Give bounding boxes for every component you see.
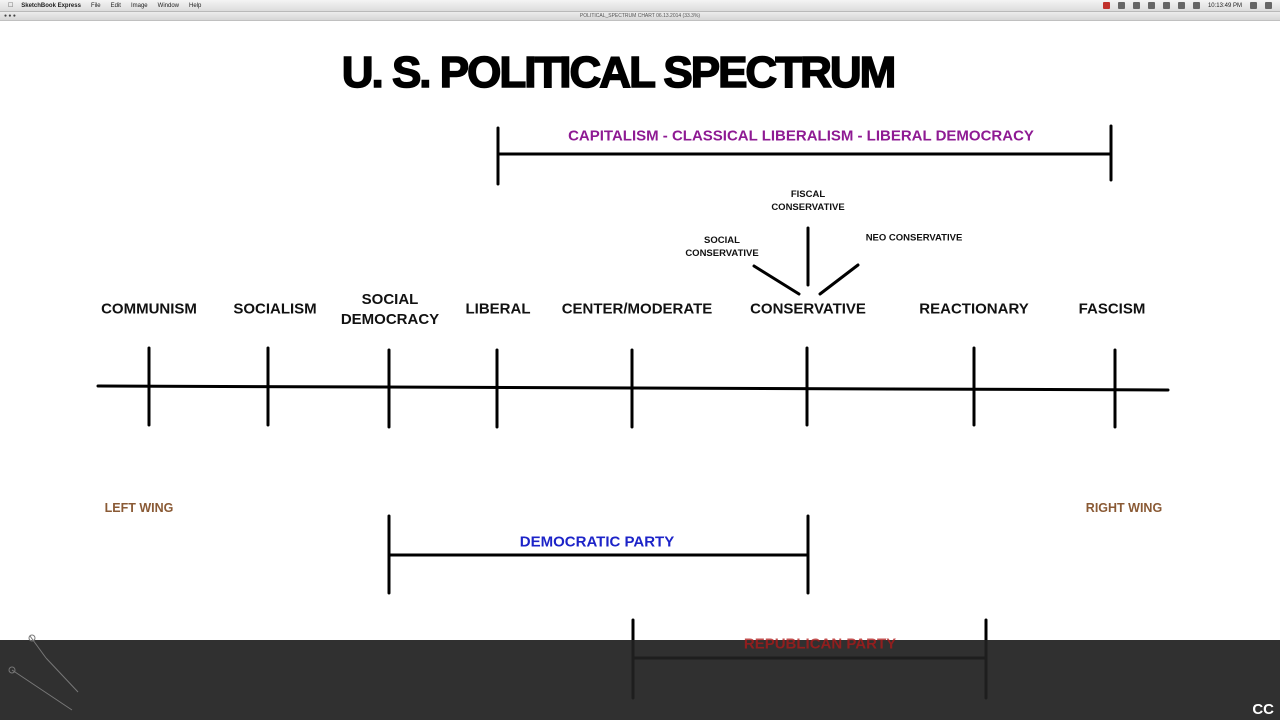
toolbox-icon[interactable]: [2, 630, 97, 720]
captions-button[interactable]: CC: [1252, 701, 1274, 718]
battery-icon[interactable]: [1192, 2, 1200, 9]
spotlight-icon[interactable]: [1250, 2, 1257, 9]
search-icon[interactable]: [1117, 2, 1125, 9]
diagram-lines: [96, 124, 1170, 700]
record-icon[interactable]: [1102, 2, 1110, 9]
menu-window[interactable]: Window: [152, 2, 179, 9]
democratic-party-label: DEMOCRATIC PARTY: [519, 533, 675, 551]
video-control-bar[interactable]: CC: [0, 640, 1280, 720]
ideology-fascism: FASCISM: [1078, 300, 1146, 318]
ideology-socialism: SOCIALISM: [233, 300, 317, 318]
conservative-pointers: [752, 226, 860, 296]
bluetooth-icon[interactable]: [1147, 2, 1155, 9]
apple-menu-icon[interactable]: : [8, 2, 13, 9]
democratic-bracket: [387, 514, 810, 595]
ideology-reactionary: REACTIONARY: [919, 300, 1029, 318]
top-bracket: [496, 124, 1113, 186]
menu-file[interactable]: File: [85, 2, 101, 9]
status-area: 10:13:49 PM: [1102, 0, 1272, 11]
ideology-liberal: LIBERAL: [465, 300, 531, 318]
top-bracket-label: CAPITALISM - CLASSICAL LIBERALISM - LIBE…: [568, 127, 1034, 145]
menu-help[interactable]: Help: [183, 2, 201, 9]
sync-icon[interactable]: [1132, 2, 1140, 9]
menu-bar:  SketchBook Express File Edit Image Win…: [0, 0, 1280, 12]
page-title: U. S. POLITICAL SPECTRUM: [341, 47, 897, 98]
social-conservative-label: SOCIAL CONSERVATIVE: [685, 235, 759, 259]
wifi-icon[interactable]: [1162, 2, 1170, 9]
notification-center-icon[interactable]: [1265, 2, 1272, 9]
clock[interactable]: 10:13:49 PM: [1207, 2, 1242, 9]
drawing-canvas[interactable]: [0, 21, 1280, 720]
fiscal-conservative-label: FISCAL CONSERVATIVE: [771, 189, 845, 213]
window-controls-icon[interactable]: ● ● ●: [4, 13, 16, 19]
ideology-communism: COMMUNISM: [101, 300, 197, 318]
menu-image[interactable]: Image: [125, 2, 148, 9]
ideology-conservative: CONSERVATIVE: [750, 300, 866, 318]
ideology-social-democracy: SOCIAL DEMOCRACY: [340, 291, 440, 328]
window-title: POLITICAL_SPECTRUM CHART 06.13.2014 (33.…: [579, 13, 701, 19]
volume-icon[interactable]: [1177, 2, 1185, 9]
spectrum-axis: [96, 346, 1170, 429]
menu-edit[interactable]: Edit: [105, 2, 121, 9]
window-title-bar: ● ● ● POLITICAL_SPECTRUM CHART 06.13.201…: [0, 12, 1280, 21]
neo-conservative-label: NEO CONSERVATIVE: [865, 232, 963, 244]
left-wing-label: LEFT WING: [104, 501, 174, 515]
republican-party-label: REPUBLICAN PARTY: [743, 635, 897, 653]
right-wing-label: RIGHT WING: [1085, 501, 1163, 515]
ideology-center-moderate: CENTER/MODERATE: [561, 300, 713, 318]
menu-app-name[interactable]: SketchBook Express: [16, 2, 81, 9]
